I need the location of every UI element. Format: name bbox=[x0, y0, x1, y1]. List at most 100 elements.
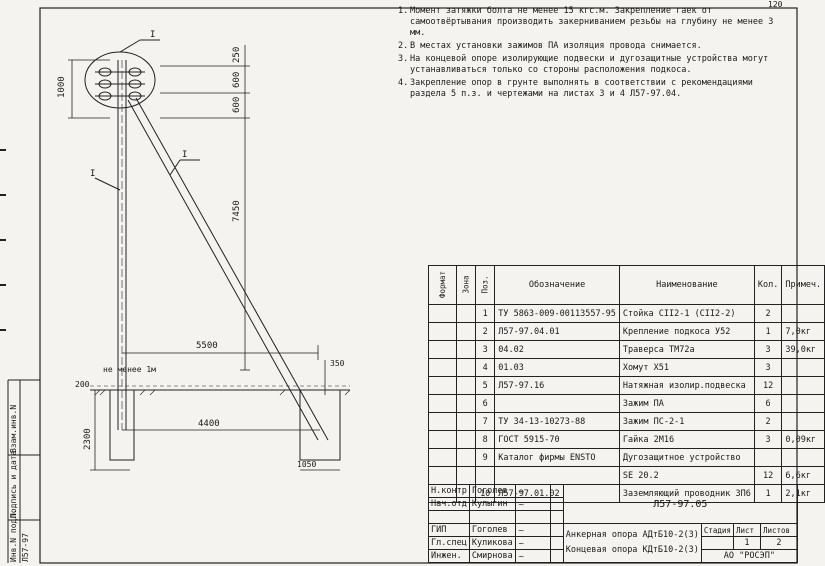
dim-min: не менее 1м bbox=[103, 365, 156, 374]
spec-cell-name: Стойка СII2-1 (СII2-2) bbox=[618, 304, 755, 323]
dim-350: 350 bbox=[330, 359, 345, 368]
spec-cell-zone bbox=[456, 340, 477, 359]
callout-label: I bbox=[150, 30, 156, 40]
note-text: Момент затяжки болта не менее 15 кгс.м. … bbox=[410, 6, 774, 38]
spec-cell-pos: 9 bbox=[475, 448, 496, 467]
tb-role: Инжен. bbox=[428, 549, 470, 563]
spec-cell-name: Крепление подкоса У52 bbox=[618, 322, 755, 341]
spec-cell-pos: 8 bbox=[475, 430, 496, 449]
spec-cell-designation: ГОСТ 5915-70 bbox=[494, 430, 620, 449]
spec-cell-note bbox=[781, 376, 825, 395]
spec-cell-note: 7,0кг bbox=[781, 322, 825, 341]
note-num: 3. bbox=[398, 54, 409, 64]
spec-cell-designation: ТУ 5863-009-00113557-95 bbox=[494, 304, 620, 323]
hdr-qty: Кол. bbox=[753, 265, 783, 305]
tb-title-line1: Анкерная опора АДтБ10-2(3) bbox=[565, 530, 699, 540]
spec-cell-name: Гайка 2М16 bbox=[618, 430, 755, 449]
dim-200: 200 bbox=[75, 380, 90, 389]
margin-ticks bbox=[0, 149, 6, 331]
spec-cell-qty: 2 bbox=[753, 412, 783, 431]
signature: ~ bbox=[514, 536, 551, 550]
dim-1000: 1000 bbox=[57, 76, 67, 98]
hdr-format: Формат bbox=[438, 270, 448, 299]
title-block: Н.контр Гоголев ~ Л57-97.05 Нач.отд Кулы… bbox=[428, 484, 798, 563]
callout-label: I bbox=[90, 169, 96, 179]
spec-cell-pos: 2 bbox=[475, 322, 496, 341]
tb-name: Гоголев bbox=[468, 523, 516, 537]
dim-250: 250 bbox=[232, 46, 242, 63]
spec-cell-qty: 12 bbox=[753, 466, 783, 485]
spec-cell-designation bbox=[494, 466, 620, 485]
spec-cell-zone bbox=[456, 358, 477, 377]
spec-table: Формат Зона Поз. Обозначение Наименовани… bbox=[427, 265, 825, 503]
foundation bbox=[109, 389, 341, 461]
spec-cell-name: Траверса ТМ72а bbox=[618, 340, 755, 359]
tb-sheets: 2 bbox=[759, 536, 798, 550]
spec-cell-designation: Л57-97.04.01 bbox=[494, 322, 620, 341]
note-item: 3.На концевой опоре изолирующие подвески… bbox=[398, 54, 788, 76]
notes-block: 1.Момент затяжки болта не менее 15 кгс.м… bbox=[398, 6, 788, 102]
spec-cell-zone bbox=[456, 322, 477, 341]
dim-1050: 1050 bbox=[297, 460, 317, 469]
spec-cell-pos: 3 bbox=[475, 340, 496, 359]
spec-cell-qty: 3 bbox=[753, 430, 783, 449]
tb-name: Гоголев bbox=[468, 484, 516, 498]
note-num: 2. bbox=[398, 41, 409, 51]
tb-title-line2: Концевая опора КДтБ10-2(3) bbox=[565, 545, 699, 555]
spec-cell-qty: 1 bbox=[753, 322, 783, 341]
note-item: 2.В местах установки зажимов ПА изоляция… bbox=[398, 41, 788, 52]
note-text: Закрепление опор в грунте выполнять в со… bbox=[410, 78, 753, 99]
hdr-designation: Обозначение bbox=[494, 265, 620, 305]
tb-role: ГИП bbox=[428, 523, 470, 537]
dim-5500: 5500 bbox=[196, 341, 218, 351]
main-pole bbox=[117, 60, 127, 430]
tb-name: Кулыгин bbox=[468, 497, 516, 511]
note-num: 4. bbox=[398, 78, 409, 88]
spec-cell-format bbox=[427, 340, 458, 359]
spec-cell-format bbox=[427, 394, 458, 413]
spec-cell-qty: 12 bbox=[753, 376, 783, 395]
spec-cell-zone bbox=[456, 394, 477, 413]
dimension-lines-top bbox=[160, 45, 250, 371]
spec-header-row: Формат Зона Поз. Обозначение Наименовани… bbox=[427, 265, 825, 305]
spec-cell-note: 0,09кг bbox=[781, 430, 825, 449]
spec-cell-designation: Каталог фирмы ENSTO bbox=[494, 448, 620, 467]
strip-code: Л57-97 bbox=[21, 533, 30, 562]
dim-600b: 600 bbox=[232, 96, 242, 113]
spec-cell-designation bbox=[494, 394, 620, 413]
ground-hatching bbox=[94, 389, 351, 396]
spec-cell-note bbox=[781, 358, 825, 377]
spec-cell-name: Дугозащитное устройство bbox=[618, 448, 755, 467]
spec-cell-pos: 5 bbox=[475, 376, 496, 395]
tb-doc-code: Л57-97.05 bbox=[562, 484, 798, 524]
dimension-2300 bbox=[90, 390, 130, 471]
tb-title: Анкерная опора АДтБ10-2(3) Концевая опор… bbox=[562, 523, 702, 563]
signature: ~ bbox=[514, 484, 551, 498]
spec-cell-zone bbox=[456, 376, 477, 395]
hdr-pos: Поз. bbox=[480, 275, 490, 294]
tb-sheet: 1 bbox=[732, 536, 761, 550]
tb-name: Куликова bbox=[468, 536, 516, 550]
ground-line bbox=[90, 385, 350, 391]
callout-circle bbox=[84, 51, 156, 109]
dim-600a: 600 bbox=[232, 71, 242, 88]
technical-drawing bbox=[0, 7, 798, 564]
tb-stage-label: Стадия bbox=[700, 523, 734, 537]
spec-cell-designation: Л57-97.16 bbox=[494, 376, 620, 395]
spec-cell-zone bbox=[456, 412, 477, 431]
strut-pole bbox=[127, 97, 329, 441]
spec-cell-zone bbox=[456, 304, 477, 323]
spec-cell-format bbox=[427, 448, 458, 467]
tb-stage bbox=[700, 536, 734, 550]
spec-cell-qty: 3 bbox=[753, 358, 783, 377]
spec-cell-format bbox=[427, 322, 458, 341]
tb-sheet-label: Лист bbox=[732, 523, 761, 537]
tb-role: Нач.отд bbox=[428, 497, 470, 511]
spec-cell-note bbox=[781, 304, 825, 323]
